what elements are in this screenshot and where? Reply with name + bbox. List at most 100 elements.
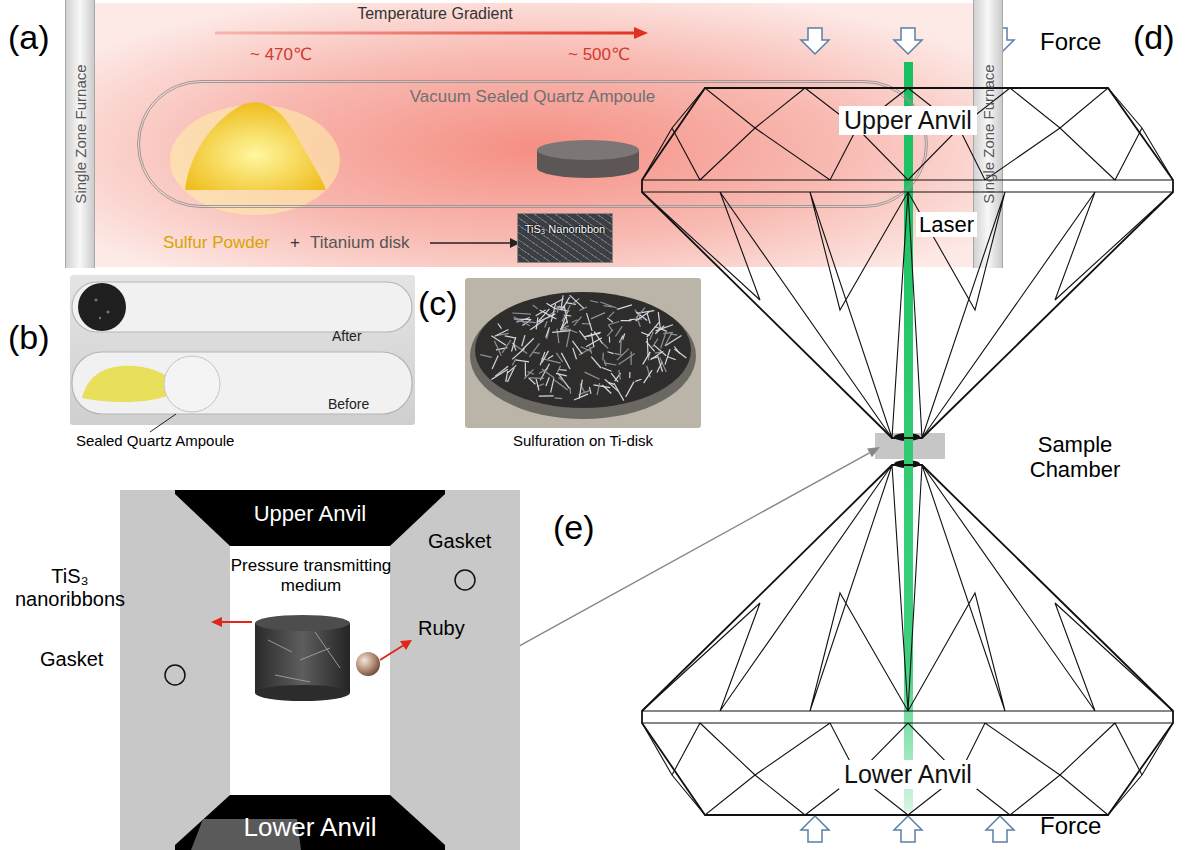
needle (644, 370, 652, 383)
figure-label: Ruby (418, 617, 465, 640)
disk-rim (470, 293, 696, 419)
needle (604, 306, 613, 307)
needle (654, 345, 666, 356)
needle (661, 332, 667, 348)
furnace-band: Single Zone Furnace (973, 0, 1003, 268)
needle (617, 305, 632, 309)
needle (572, 320, 578, 323)
needle (617, 349, 629, 361)
needle (608, 325, 613, 331)
needle (607, 318, 613, 322)
needle (559, 369, 567, 371)
needle (647, 313, 650, 324)
needle (539, 395, 554, 397)
gradient-arrow-shaft (215, 32, 636, 35)
needle (495, 366, 508, 376)
needle (586, 338, 602, 347)
needle (542, 369, 554, 378)
label-slot: ~ 470℃ (250, 45, 312, 65)
furnace-band-label: Single Zone Furnace (66, 0, 96, 268)
needle (647, 322, 659, 337)
furnace-band-label: Single Zone Furnace (974, 0, 1004, 268)
needle (562, 305, 570, 322)
reaction-arrow (430, 242, 512, 244)
needle (522, 335, 525, 346)
speckle (107, 311, 110, 314)
needle (546, 377, 549, 386)
needle (560, 329, 567, 330)
anvil-outline (642, 88, 1173, 438)
needle (643, 352, 651, 365)
needle (604, 360, 606, 366)
label-slot: Gasket (40, 648, 103, 671)
figure-label: Titanium disk (310, 233, 410, 253)
needle (594, 385, 611, 388)
needle (651, 357, 657, 358)
needle (552, 331, 570, 333)
label-slot: Temperature Gradient (350, 5, 520, 23)
gasket-marker (455, 570, 475, 590)
needle (619, 370, 621, 380)
label-slot: TiS₃ nanoribbons (6, 565, 134, 611)
figure-label: Gasket (428, 530, 491, 553)
needle (607, 330, 612, 336)
quartz-tube (72, 282, 412, 332)
needle (512, 337, 516, 351)
label-slot: Sulfur Powder (163, 233, 270, 253)
gasket-marker (165, 665, 185, 685)
leader-arrow (220, 621, 252, 623)
needle (670, 334, 677, 335)
needle (656, 325, 673, 331)
needle (615, 326, 622, 336)
force-arrow (894, 816, 922, 842)
anvil-section-label: Upper Anvil (175, 501, 445, 526)
anvil-body (175, 490, 445, 546)
needle (658, 312, 660, 330)
furnace-glow (95, 3, 973, 267)
needle (637, 317, 641, 327)
needle (556, 353, 562, 362)
needle (635, 379, 641, 381)
needle (605, 379, 619, 391)
figure-label: Sulfur Powder (163, 233, 270, 253)
figure-label: Pressure transmitting medium (224, 556, 398, 595)
figure-label: After (332, 328, 362, 344)
needle (546, 327, 550, 337)
figure-label: Sample Chamber (1005, 432, 1145, 483)
force-arrow (801, 816, 829, 842)
label-slot: Ruby (418, 617, 465, 640)
label-slot: ~ 500℃ (568, 45, 630, 65)
needle (533, 352, 540, 353)
sulfurized-disk (78, 283, 126, 331)
fresh-ti-disk (164, 356, 220, 412)
pellet-streak (275, 675, 310, 682)
needle (491, 369, 507, 379)
leader-arrow-head (211, 617, 222, 627)
zoom-arrow-head (867, 447, 880, 457)
label-slot: Before (328, 396, 369, 412)
nanoribbon-pellet (255, 615, 350, 631)
needle (585, 372, 600, 379)
needle (536, 317, 538, 329)
needle (587, 313, 593, 331)
needle (561, 311, 568, 329)
needle (626, 382, 634, 397)
needle (651, 351, 663, 359)
figure-label: Temperature Gradient (350, 5, 520, 23)
ampoule-outline-label: Vacuum Sealed Quartz Ampoule (140, 87, 925, 107)
needle (636, 308, 645, 318)
figure-label: ~ 500℃ (568, 45, 630, 65)
pellet-streak (315, 632, 340, 668)
panel-letter: (b) (8, 318, 50, 357)
nanoribbon-pellet (255, 623, 350, 693)
label-slot: (d) (1133, 18, 1175, 57)
needle (609, 336, 610, 342)
needle (590, 301, 598, 303)
needle (665, 335, 681, 345)
product-inset-label: TiS₃ Nanoribbon (518, 223, 612, 236)
photo-disk (465, 278, 701, 428)
needle (559, 377, 564, 381)
photo-ampoules (70, 275, 415, 425)
nanoribbon-pellet (255, 685, 350, 701)
needle (561, 321, 568, 329)
